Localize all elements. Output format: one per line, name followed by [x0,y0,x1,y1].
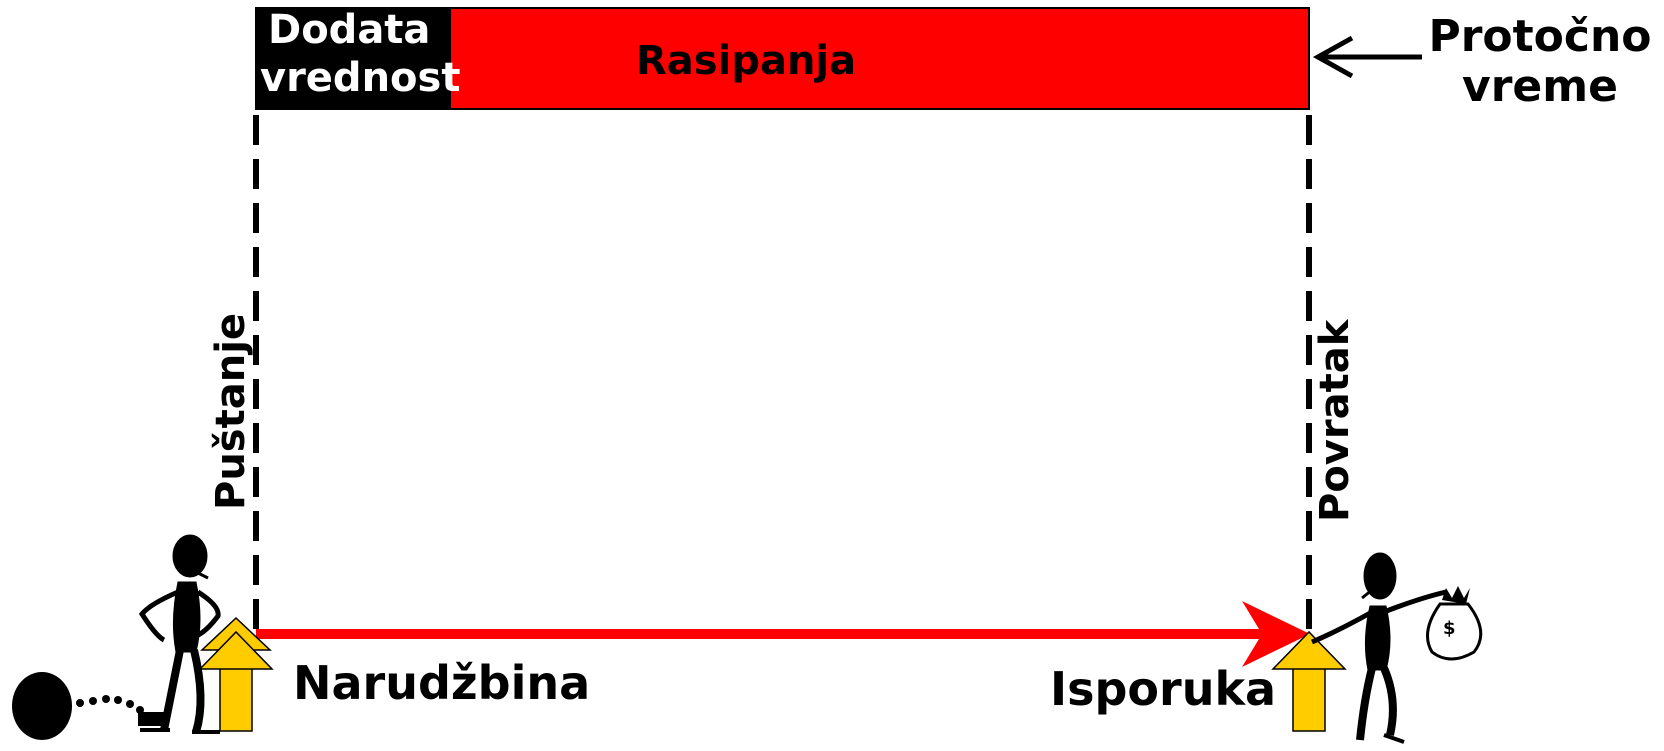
value-added-label-line1: Dodata [268,7,431,53]
timeline-arrow-head [1242,601,1310,667]
value-added-label-line2: vrednost [260,55,461,101]
order-label: Narudžbina [293,656,591,710]
lead-time-arrow-head [1312,35,1354,79]
delivery-up-arrow [1271,630,1347,732]
svg-text:$: $ [1443,618,1456,639]
prisoner-figure-icon [138,534,221,734]
value-added-bar [256,8,451,109]
ball-and-chain-icon [12,672,168,740]
delivery-label: Isporuka [1050,662,1277,716]
value-added-label: Dodata vrednost [256,6,461,109]
lead-time-label: Protočno vreme [1420,12,1660,112]
happy-figure-with-money-bag-icon [1311,552,1447,744]
lead-time-label-line2: vreme [1462,61,1618,112]
return-label: Povratak [1312,319,1358,522]
release-label: Puštanje [208,312,254,510]
order-up-arrow [198,616,274,732]
money-bag-icon: $ [1426,586,1483,661]
waste-label: Rasipanja [636,38,857,84]
lead-time-label-line1: Protočno [1428,11,1652,62]
